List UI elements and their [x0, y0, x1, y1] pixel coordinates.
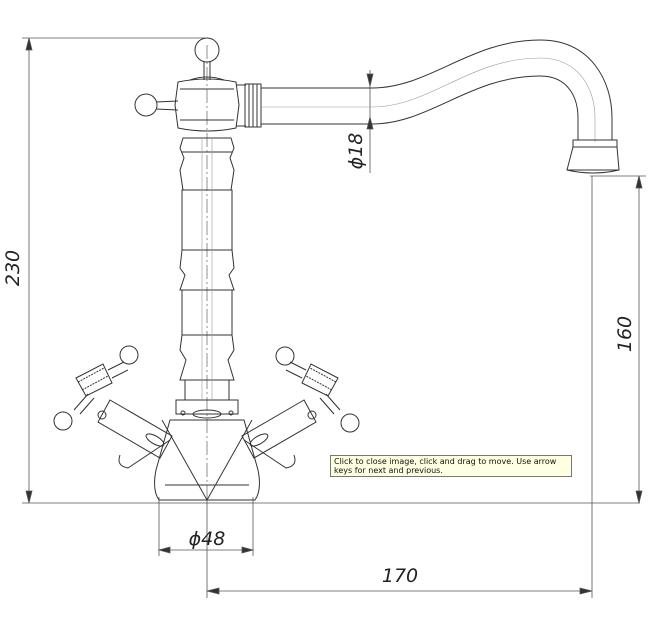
right-cross-handle [241, 346, 360, 469]
left-cross-handle [53, 345, 173, 469]
spout [261, 39, 620, 174]
dimension-label-160: 160 [614, 316, 636, 352]
dimension-lines [22, 37, 646, 598]
column [175, 137, 239, 419]
base [154, 419, 260, 501]
side-lever [134, 93, 179, 117]
dimension-label-phi48: ϕ48 [189, 528, 226, 550]
dimension-label-phi18: ϕ18 [345, 133, 367, 170]
dimension-label-230: 230 [2, 250, 24, 286]
image-viewer-tooltip[interactable]: Click to close image, click and drag to … [330, 455, 572, 477]
dimension-label-170: 170 [382, 565, 418, 587]
top-lever [189, 37, 225, 81]
body-head [174, 78, 262, 132]
